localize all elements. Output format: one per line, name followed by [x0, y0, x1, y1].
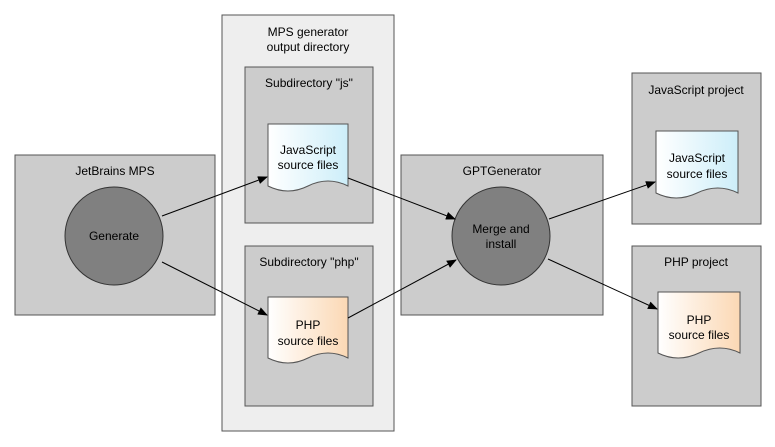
arrow-php-files-to-merge	[347, 259, 457, 319]
javascript-project-doc-line1: JavaScript	[669, 151, 726, 165]
arrow-js-files-to-merge	[347, 177, 456, 220]
javascript-project-document: JavaScript source files	[655, 130, 739, 199]
generate-process-label: Generate	[89, 229, 139, 243]
merge-install-process-circle: Merge and install	[451, 186, 551, 286]
mps-output-directory-title-line1: MPS generator	[268, 25, 349, 39]
subdirectory-js-title: Subdirectory "js"	[265, 76, 353, 90]
subdirectory-php-doc-line2: source files	[278, 334, 339, 348]
subdirectory-js-doc-line2: source files	[278, 158, 339, 172]
php-project-doc-line1: PHP	[687, 313, 712, 327]
javascript-project-title: JavaScript project	[648, 83, 744, 97]
arrow-merge-to-php-project	[547, 258, 658, 310]
php-project-document: PHP source files	[657, 291, 741, 359]
subdirectory-php-doc-line1: PHP	[296, 318, 321, 332]
arrow-generate-to-php-files	[161, 261, 268, 316]
gptgenerator-title: GPTGenerator	[463, 164, 542, 178]
javascript-project-doc-line2: source files	[667, 167, 728, 181]
generate-process-circle: Generate	[64, 186, 164, 286]
php-project-doc-line2: source files	[669, 328, 730, 342]
arrow-generate-to-js-files	[161, 176, 268, 217]
jetbrains-mps-title: JetBrains MPS	[75, 164, 154, 178]
arrow-merge-to-js-project	[548, 181, 656, 220]
mps-output-directory-title-line2: output directory	[267, 40, 350, 54]
merge-install-line2: install	[486, 237, 517, 251]
subdirectory-js-document: JavaScript source files	[267, 123, 349, 192]
php-project-title: PHP project	[664, 255, 728, 269]
subdirectory-php-box: Subdirectory "php"	[244, 245, 374, 407]
merge-install-line1: Merge and	[472, 222, 529, 236]
subdirectory-php-title: Subdirectory "php"	[259, 255, 358, 269]
subdirectory-js-doc-line1: JavaScript	[280, 143, 337, 157]
subdirectory-php-document: PHP source files	[267, 296, 349, 364]
